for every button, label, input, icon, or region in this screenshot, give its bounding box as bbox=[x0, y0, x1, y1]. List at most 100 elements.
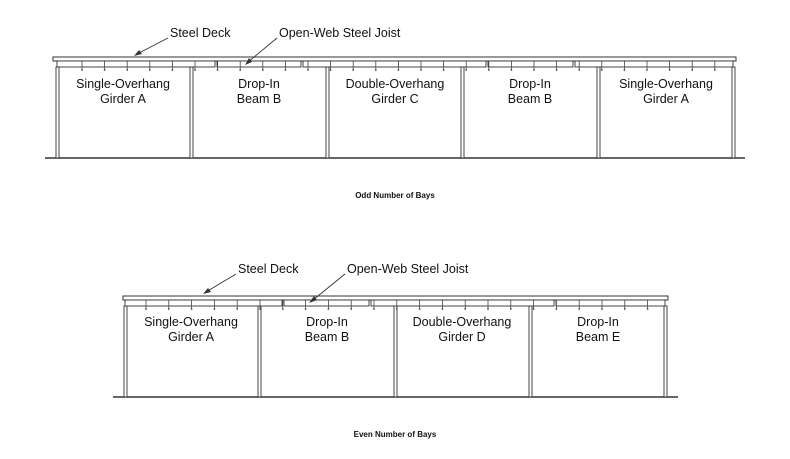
joist-tick-dot bbox=[691, 69, 694, 71]
joist-tick-dot bbox=[623, 308, 626, 310]
joist-tick-dot bbox=[304, 308, 307, 310]
joist-tick-dot bbox=[373, 308, 375, 310]
joist-tick-dot bbox=[352, 69, 355, 71]
joist-tick-dot bbox=[261, 69, 264, 71]
girder-segment bbox=[124, 299, 283, 307]
joist-tick-dot bbox=[555, 308, 558, 310]
joist-leader bbox=[247, 37, 278, 63]
bay-label: Beam E bbox=[576, 330, 620, 344]
joist-tick-dot bbox=[510, 69, 513, 71]
columns bbox=[123, 305, 668, 398]
even-bays-diagram: Steel Deck Open-Web Steel Joist Single-O… bbox=[113, 262, 678, 439]
column bbox=[596, 66, 601, 159]
joist-tick-dot bbox=[327, 308, 330, 310]
steel-deck-arrowhead bbox=[203, 288, 211, 294]
column bbox=[393, 305, 398, 398]
joist-tick-dot bbox=[145, 308, 147, 310]
joist-tick-dot bbox=[329, 69, 332, 71]
bay-label: Girder A bbox=[100, 92, 147, 106]
joist-tick-dot bbox=[418, 308, 421, 310]
odd-bays-caption: Odd Number of Bays bbox=[355, 191, 435, 200]
joist-tick-dot bbox=[464, 308, 467, 310]
joist-tick-dot bbox=[441, 308, 444, 310]
steel-deck-callout: Steel Deck bbox=[238, 262, 299, 276]
joist-callout: Open-Web Steel Joist bbox=[279, 26, 401, 40]
roof-deck bbox=[52, 56, 737, 62]
bay-label: Single-Overhang bbox=[76, 77, 170, 91]
bay-label: Girder A bbox=[643, 92, 690, 106]
joist-tick-dot bbox=[216, 69, 219, 71]
joist-tick-dot bbox=[213, 308, 216, 310]
joist-tick-dot bbox=[374, 69, 377, 71]
joist-arrowhead bbox=[245, 58, 252, 65]
joist-tick-dot bbox=[442, 69, 445, 71]
girder-segment bbox=[216, 60, 302, 68]
joist-tick-dot bbox=[578, 308, 581, 310]
joist-tick-dot bbox=[239, 69, 242, 71]
joist-tick-dot bbox=[190, 308, 193, 310]
girder-line bbox=[124, 299, 666, 307]
bay-label: Girder C bbox=[371, 92, 418, 106]
bay-label: Single-Overhang bbox=[619, 77, 713, 91]
girder-segment bbox=[56, 60, 216, 68]
joist-tick-dot bbox=[578, 69, 581, 71]
joist-tick-dot bbox=[194, 69, 196, 71]
column bbox=[663, 305, 668, 398]
joist-tick-dot bbox=[668, 69, 671, 71]
joist-tick-dot bbox=[126, 69, 129, 71]
joist-ticks bbox=[145, 300, 649, 310]
bay-label: Double-Overhang bbox=[346, 77, 445, 91]
joist-tick-dot bbox=[465, 69, 468, 71]
joist-tick-dot bbox=[646, 69, 648, 71]
bay-label: Drop-In bbox=[577, 315, 619, 329]
girder-segment bbox=[555, 299, 666, 307]
joist-tick-dot bbox=[509, 308, 512, 310]
odd-bays-diagram: Steel Deck Open-Web Steel Joist Single-O… bbox=[45, 26, 745, 200]
bay-label: Drop-In bbox=[238, 77, 280, 91]
joist-tick-dot bbox=[395, 308, 398, 310]
joist-tick-dot bbox=[601, 308, 603, 310]
girder-segment bbox=[370, 299, 555, 307]
joist-tick-dot bbox=[103, 69, 106, 71]
joist-tick-dot bbox=[532, 308, 535, 310]
joist-tick-dot bbox=[555, 69, 558, 71]
joist-ticks bbox=[81, 61, 716, 71]
joist-tick-dot bbox=[81, 69, 83, 71]
column bbox=[55, 66, 60, 159]
joist-tick-dot bbox=[600, 69, 603, 71]
girder-line bbox=[56, 60, 734, 68]
bay-label: Beam B bbox=[508, 92, 552, 106]
steel-deck-leader bbox=[205, 273, 237, 293]
bay-label: Beam B bbox=[305, 330, 349, 344]
roof-deck bbox=[122, 295, 669, 301]
steel-deck-arrowhead bbox=[134, 50, 142, 56]
girder-segment bbox=[283, 299, 370, 307]
column bbox=[731, 66, 736, 159]
joist-tick-dot bbox=[307, 69, 309, 71]
bay-label: Drop-In bbox=[306, 315, 348, 329]
joist-tick-dot bbox=[236, 308, 239, 310]
joist-arrowhead bbox=[309, 296, 317, 303]
joist-tick-dot bbox=[487, 308, 489, 310]
joist-tick-dot bbox=[487, 69, 490, 71]
joist-tick-dot bbox=[646, 308, 649, 310]
bay-label: Drop-In bbox=[509, 77, 551, 91]
column bbox=[257, 305, 262, 398]
joist-leader bbox=[312, 273, 346, 301]
column bbox=[528, 305, 533, 398]
bay-label: Girder A bbox=[168, 330, 215, 344]
joist-callout: Open-Web Steel Joist bbox=[347, 262, 469, 276]
joist-tick-dot bbox=[167, 308, 170, 310]
girder-segment bbox=[487, 60, 574, 68]
joist-tick-dot bbox=[623, 69, 626, 71]
joist-tick-dot bbox=[713, 69, 716, 71]
girder-segment bbox=[574, 60, 734, 68]
steel-deck-callout: Steel Deck bbox=[170, 26, 231, 40]
even-bays-caption: Even Number of Bays bbox=[354, 430, 437, 439]
joist-tick-dot bbox=[281, 308, 284, 310]
joist-tick-dot bbox=[284, 69, 287, 71]
joist-tick-dot bbox=[397, 69, 400, 71]
column bbox=[123, 305, 128, 398]
columns bbox=[55, 66, 736, 159]
